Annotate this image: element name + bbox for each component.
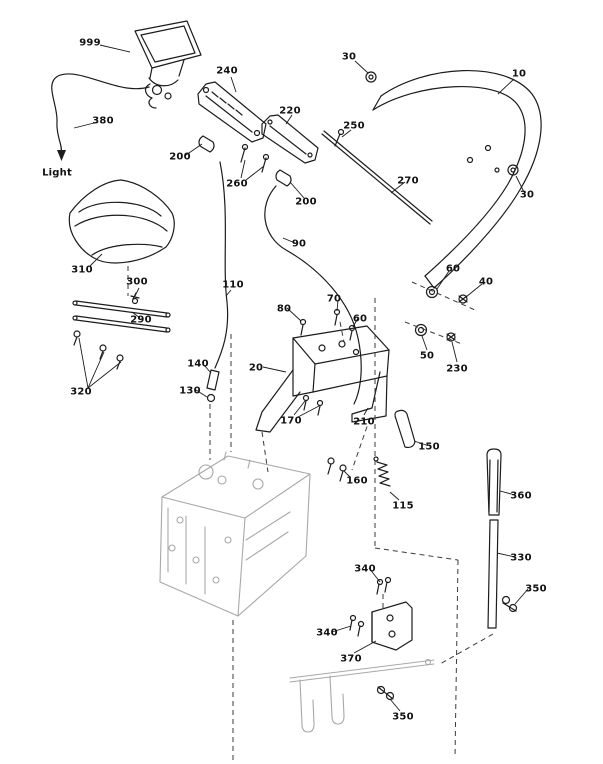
part-label-210: 210 (353, 416, 375, 428)
rod-330 (487, 519, 499, 629)
part-label-320: 320 (70, 386, 92, 398)
lower-rod (289, 658, 435, 733)
part-label-999: 999 (79, 37, 101, 49)
part-label-350-bottom: 350 (392, 711, 414, 723)
part-label-10: 10 (511, 68, 527, 80)
leader-lines (73, 44, 529, 712)
bolt-30-right (507, 164, 519, 176)
part-label-230: 230 (446, 363, 468, 375)
grip-360 (486, 448, 502, 516)
part-label-50: 50 (419, 350, 435, 362)
part-label-60-bracket: 60 (352, 313, 368, 325)
part-label-115: 115 (392, 500, 414, 512)
part-label-350-right: 350 (525, 583, 547, 595)
part-label-330: 330 (510, 552, 532, 564)
seat-bolt (130, 292, 140, 305)
part-label-220: 220 (279, 105, 301, 117)
part-label-60-handle: 60 (445, 263, 461, 275)
panel-220 (261, 114, 319, 164)
part-label-20: 20 (248, 362, 264, 374)
part-label-70: 70 (326, 293, 342, 305)
light-direction-label: Light (42, 167, 72, 179)
axle-rods (72, 300, 171, 333)
console-bracket (255, 325, 390, 433)
part-label-250: 250 (343, 120, 365, 132)
part-label-140: 140 (187, 358, 209, 370)
part-label-40: 40 (478, 276, 494, 288)
part-label-290: 290 (130, 314, 152, 326)
rod-150 (394, 409, 416, 449)
part-label-360: 360 (510, 490, 532, 502)
screw-250 (334, 128, 345, 147)
cable-90 (264, 185, 362, 405)
part-label-150: 150 (418, 441, 440, 453)
panel-240 (197, 81, 267, 143)
part-label-300: 300 (126, 276, 148, 288)
part-label-370: 370 (340, 653, 362, 665)
part-label-310: 310 (71, 264, 93, 276)
part-label-270: 270 (397, 175, 419, 187)
bolts-340-lower (349, 614, 365, 637)
spring-115 (373, 456, 391, 487)
bracket-370 (371, 601, 413, 651)
screws-260 (240, 143, 270, 173)
part-label-340-lower: 340 (316, 627, 338, 639)
part-label-380: 380 (92, 115, 114, 127)
clip-200-right (275, 169, 292, 187)
part-label-260: 260 (226, 178, 248, 190)
part-label-90: 90 (291, 238, 307, 250)
seat-pad (68, 179, 175, 264)
bolt-30-top (365, 71, 377, 83)
part-label-30-right: 30 (519, 189, 535, 201)
clip-200-left (198, 135, 215, 153)
clips-350-bottom (376, 685, 395, 701)
part-label-130: 130 (179, 385, 201, 397)
part-label-160: 160 (346, 475, 368, 487)
part-label-200-right: 200 (295, 196, 317, 208)
part-label-340-upper: 340 (354, 563, 376, 575)
part-label-110: 110 (222, 279, 244, 291)
part-label-170: 170 (280, 415, 302, 427)
part-label-240: 240 (216, 65, 238, 77)
part-label-30-top: 30 (341, 51, 357, 63)
clips-350-right (501, 595, 518, 613)
part-label-200-left: 200 (169, 151, 191, 163)
chassis-frame (159, 451, 311, 617)
rod-270 (321, 130, 433, 225)
screws-170 (302, 394, 324, 416)
construction-lines (127, 266, 494, 760)
cable-110 (206, 161, 229, 403)
screws-80-70-60 (299, 308, 356, 341)
light-wire (51, 73, 150, 161)
part-label-80: 80 (276, 303, 292, 315)
screws-320 (73, 330, 124, 370)
bolts-160 (327, 457, 347, 482)
bolts-340-upper (376, 576, 392, 595)
headlight (134, 20, 202, 109)
